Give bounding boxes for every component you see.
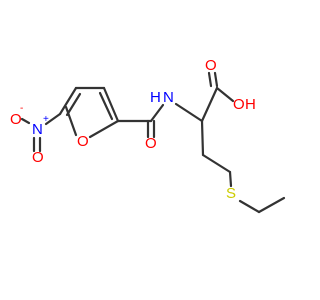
bond-cmethyl-end	[257, 196, 286, 214]
atom-n-nitro: N	[32, 121, 43, 138]
molecule-diagram: O - N + O O O N H O O H S	[10, 57, 286, 214]
bond-camide-n	[149, 103, 165, 123]
bond-o1-c2	[88, 119, 120, 139]
bond-cacid-o-double	[207, 71, 213, 88]
atom-h-amide: H	[150, 89, 161, 106]
bond-c2-c3-double	[98, 91, 114, 121]
bond-s-cmethyl	[238, 199, 261, 214]
bond-c5-n-nitro	[44, 112, 62, 126]
atom-o-nitro-double: O	[32, 149, 44, 166]
bond-cacid-o-double-2	[213, 71, 219, 88]
atom-o-furan: O	[77, 133, 89, 150]
bond-n-o-nitro-single	[20, 117, 31, 125]
bond-c4-c5	[58, 86, 78, 116]
charge-positive: +	[43, 114, 49, 125]
bond-cbeta-cgamma	[201, 153, 232, 174]
bond-n-calpha	[174, 102, 204, 123]
atom-o-acid: O	[233, 96, 245, 113]
atom-labels: O - N + O O O N H O O H S	[10, 57, 256, 202]
bond-cacid-oh	[215, 86, 235, 103]
atom-n-amide: N	[163, 89, 174, 106]
bond-c4-c5-double	[65, 92, 82, 117]
bond-calpha-cbeta	[200, 119, 205, 157]
atom-s: S	[226, 185, 236, 202]
bond-cgamma-s	[228, 170, 233, 188]
bond-c5-o1	[64, 105, 78, 137]
atom-o-amide: O	[145, 135, 157, 152]
bond-c2-c3	[102, 86, 120, 123]
atom-o-acid-double: O	[205, 57, 217, 74]
atom-h-acid: H	[245, 96, 256, 113]
charge-negative: -	[20, 103, 23, 114]
atom-o-nitro-single: O	[10, 111, 22, 128]
bond-calpha-cacid	[200, 86, 219, 123]
bonds	[20, 71, 286, 214]
